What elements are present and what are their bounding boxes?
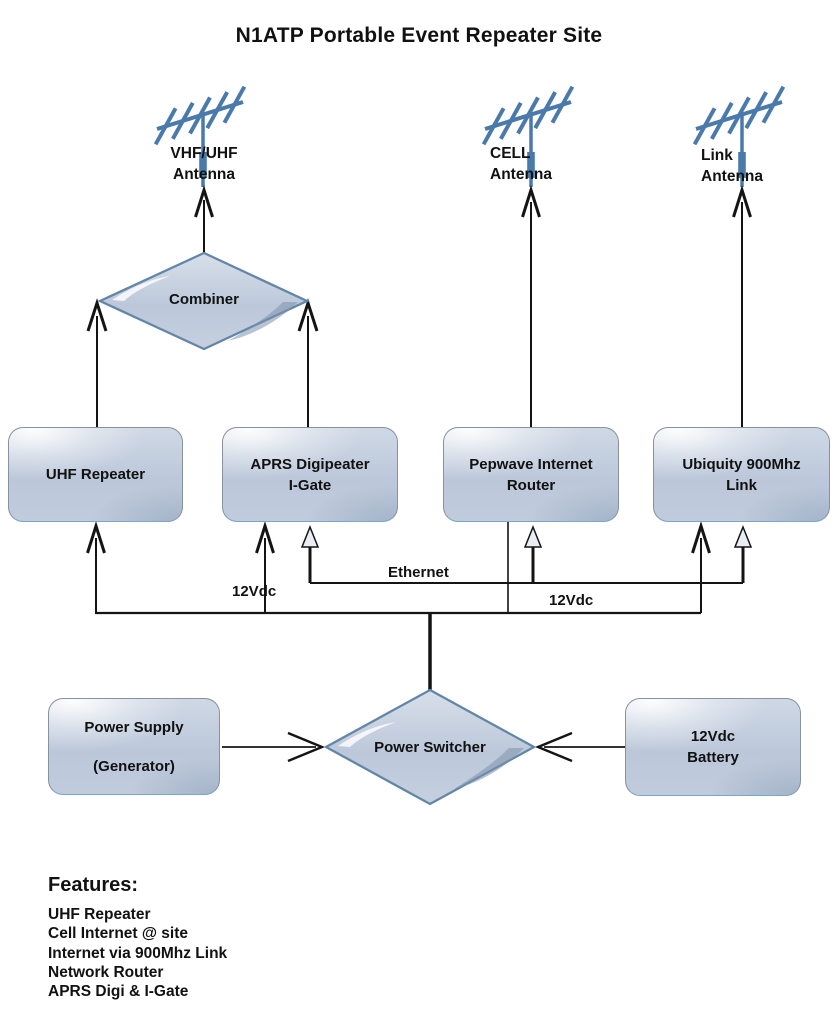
box-label-line: (Generator) <box>93 757 175 775</box>
features-heading: Features: <box>48 874 139 896</box>
antenna-label-line: Link <box>701 147 733 164</box>
page-title: N1ATP Portable Event Repeater Site <box>235 24 603 47</box>
power-switcher-label: Power Switcher <box>374 739 486 756</box>
feature-item: UHF Repeater <box>48 906 151 923</box>
power-supply-box: Power Supply (Generator) <box>48 698 220 795</box>
box-label-line: APRS Digipeater <box>250 455 370 473</box>
ethernet-lines <box>300 524 753 584</box>
antenna-label-line: CELL <box>490 145 531 162</box>
power-source-lines <box>222 731 625 763</box>
dc-power-lines <box>86 521 711 692</box>
antenna-label-line: VHF/UHF <box>170 145 238 162</box>
features-list: Features: UHF Repeater Cell Internet @ s… <box>48 874 227 1001</box>
antenna-label-line: Antenna <box>173 166 235 183</box>
dc-right-label: 12Vdc <box>549 592 594 609</box>
box-label-line: 12Vdc <box>690 728 736 745</box>
box-label-line: Power Supply <box>84 718 184 736</box>
aprs-digipeater-box: APRS Digipeater I-Gate <box>222 427 398 522</box>
combiner-label: Combiner <box>168 291 239 308</box>
pepwave-router-box: Pepwave Internet Router <box>443 427 619 522</box>
box-label-line: Battery <box>687 749 739 766</box>
box-label-line: UHF Repeater <box>45 466 146 483</box>
feature-item: Cell Internet @ site <box>48 925 189 943</box>
ubiquity-link-box: Ubiquity 900Mhz Link <box>653 427 830 522</box>
feature-item: Internet via 900Mhz Link <box>48 944 228 962</box>
feature-item: APRS Digi & I-Gate <box>48 983 189 1001</box>
combiner-diamond <box>97 251 310 351</box>
antenna-label-line: Antenna <box>701 168 763 185</box>
link-antenna-label: Link Antenna <box>701 145 763 187</box>
battery-box: 12Vdc Battery <box>625 698 801 796</box>
box-label-line: Link <box>726 476 757 494</box>
vhf-uhf-antenna-label: VHF/UHF Antenna <box>144 143 264 185</box>
dc-left-label: 12Vdc <box>232 583 277 600</box>
antenna-label-line: Antenna <box>490 166 552 183</box>
box-label-line: Router <box>506 476 556 494</box>
rf-feed-lines <box>86 185 752 427</box>
feature-item: Network Router <box>48 963 164 981</box>
power-switcher-diamond <box>323 688 537 806</box>
uhf-repeater-box: UHF Repeater <box>8 427 183 522</box>
box-label-line: Ubiquity 900Mhz <box>682 455 801 473</box>
ethernet-label: Ethernet <box>388 564 449 581</box>
cell-antenna-label: CELL Antenna <box>490 143 552 185</box>
box-label-line: I-Gate <box>288 476 332 494</box>
box-label-line: Pepwave Internet <box>469 455 593 473</box>
